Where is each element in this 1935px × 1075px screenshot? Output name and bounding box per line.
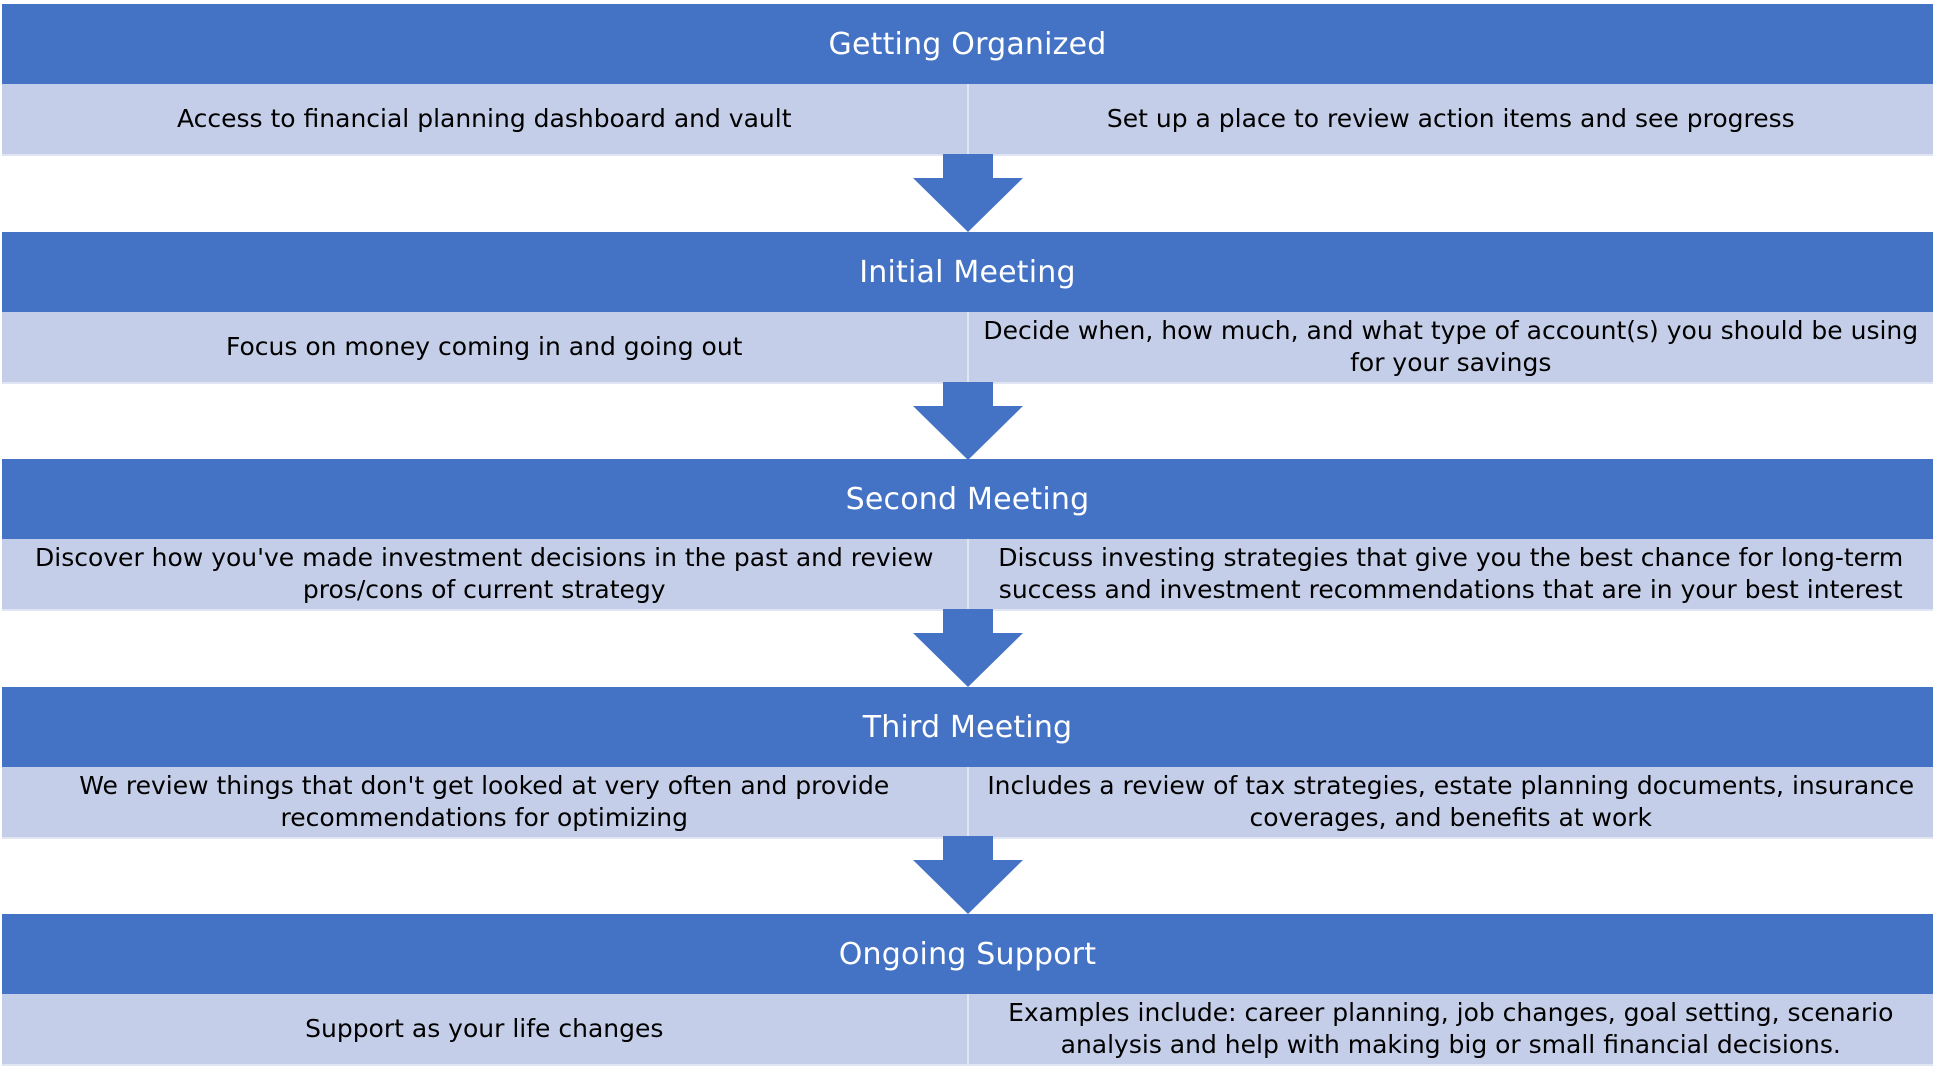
stage-detail-right: Discuss investing strategies that give y… bbox=[968, 539, 1933, 609]
stage-initial-meeting: Initial Meeting Focus on money coming in… bbox=[2, 232, 1933, 384]
stage-detail-left: Focus on money coming in and going out bbox=[2, 312, 969, 382]
stage-details: We review things that don't get looked a… bbox=[2, 767, 1933, 839]
stage-detail-right: Set up a place to review action items an… bbox=[968, 84, 1933, 154]
stage-details: Access to financial planning dashboard a… bbox=[2, 84, 1933, 156]
stage-third-meeting: Third Meeting We review things that don'… bbox=[2, 687, 1933, 839]
stage-detail-right: Includes a review of tax strategies, est… bbox=[968, 767, 1933, 837]
stage-detail-left: Discover how you've made investment deci… bbox=[2, 539, 969, 609]
stage-ongoing-support: Ongoing Support Support as your life cha… bbox=[2, 914, 1933, 1066]
stage-details: Focus on money coming in and going out D… bbox=[2, 312, 1933, 384]
stage-detail-left: We review things that don't get looked a… bbox=[2, 767, 969, 837]
stage-details: Discover how you've made investment deci… bbox=[2, 539, 1933, 611]
stage-details: Support as your life changes Examples in… bbox=[2, 994, 1933, 1066]
down-arrow-icon bbox=[913, 836, 1023, 914]
down-arrow-icon bbox=[913, 609, 1023, 687]
stage-title: Second Meeting bbox=[2, 459, 1933, 539]
stage-getting-organized: Getting Organized Access to financial pl… bbox=[2, 4, 1933, 156]
stage-second-meeting: Second Meeting Discover how you've made … bbox=[2, 459, 1933, 611]
stage-detail-right: Examples include: career planning, job c… bbox=[968, 994, 1933, 1064]
stage-detail-left: Access to financial planning dashboard a… bbox=[2, 84, 969, 154]
stage-detail-right: Decide when, how much, and what type of … bbox=[968, 312, 1933, 382]
stage-title: Getting Organized bbox=[2, 4, 1933, 84]
stage-detail-left: Support as your life changes bbox=[2, 994, 969, 1064]
stage-title: Initial Meeting bbox=[2, 232, 1933, 312]
stage-title: Ongoing Support bbox=[2, 914, 1933, 994]
down-arrow-icon bbox=[913, 154, 1023, 232]
stage-title: Third Meeting bbox=[2, 687, 1933, 767]
down-arrow-icon bbox=[913, 382, 1023, 460]
